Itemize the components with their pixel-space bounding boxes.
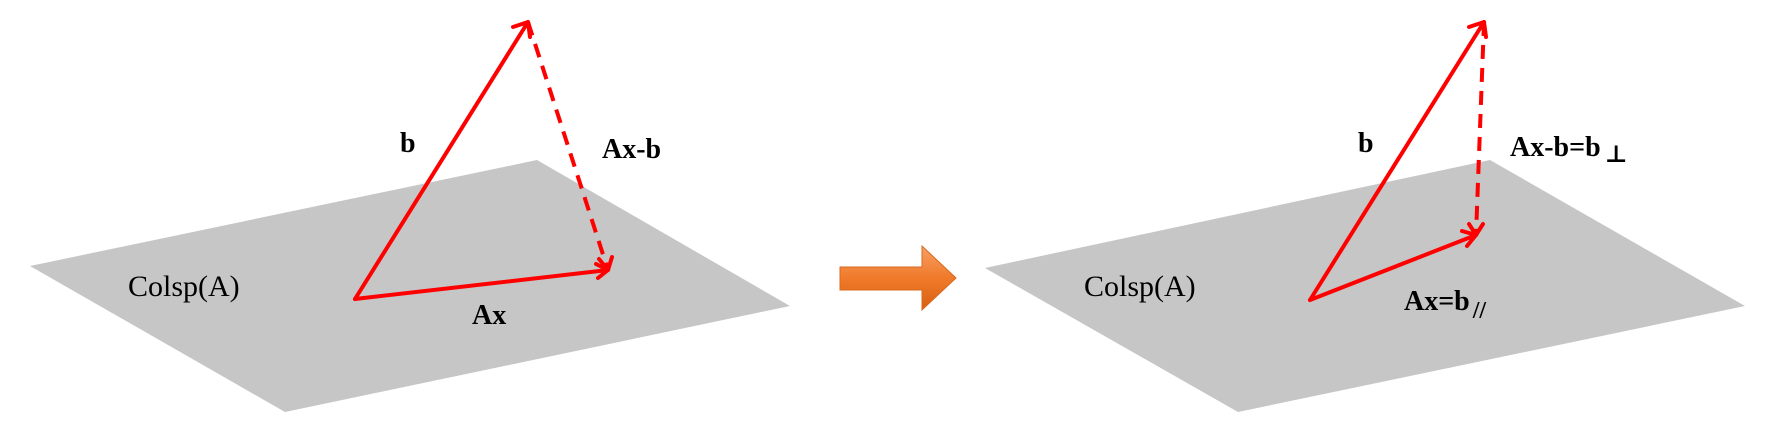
right-colspace-plane bbox=[985, 160, 1745, 412]
right-residual-label: Ax-b=b⊥ bbox=[1510, 132, 1628, 168]
left-colspace-plane bbox=[30, 160, 790, 412]
transition-arrow-icon bbox=[839, 244, 957, 312]
right-diagram: Colsp(A) b Ax=b// Ax-b=b⊥ bbox=[985, 20, 1745, 412]
left-diagram: Colsp(A) b Ax Ax-b bbox=[30, 20, 790, 412]
left-plane-label: Colsp(A) bbox=[128, 270, 240, 303]
right-ax-label: Ax=b// bbox=[1404, 286, 1486, 324]
left-b-label: b bbox=[400, 128, 416, 159]
right-residual-vector bbox=[1467, 21, 1486, 237]
left-residual-label: Ax-b bbox=[602, 134, 661, 165]
left-ax-label: Ax bbox=[472, 300, 506, 331]
right-b-label: b bbox=[1358, 128, 1374, 159]
left-residual-vector bbox=[526, 21, 614, 272]
right-plane-label: Colsp(A) bbox=[1084, 270, 1196, 303]
